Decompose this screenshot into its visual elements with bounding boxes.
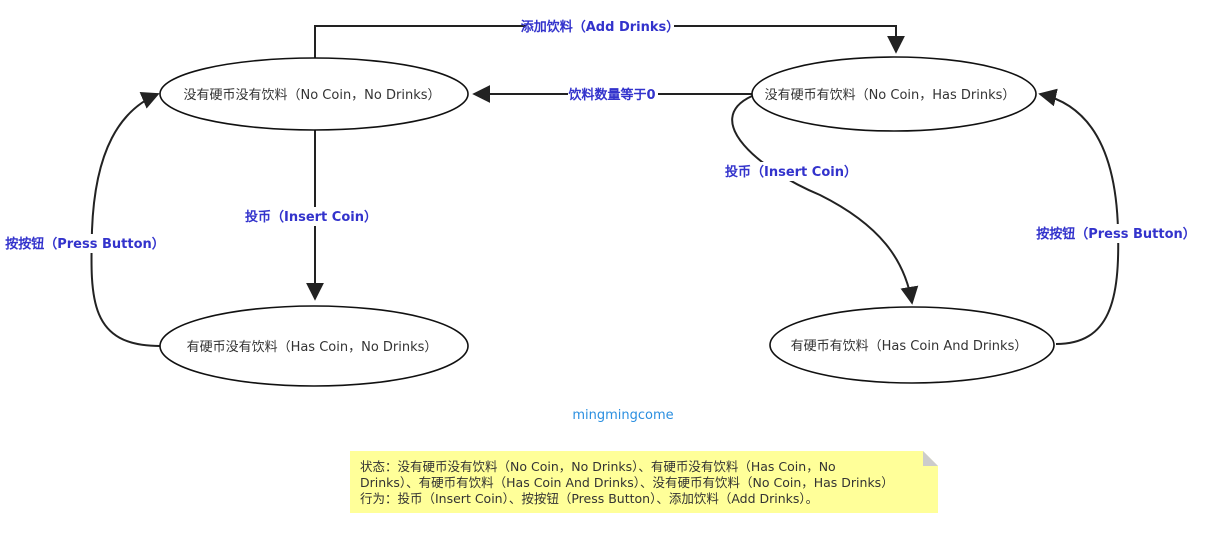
note-line: 行为：投币（Insert Coin）、按按钮（Press Button）、添加饮…: [360, 491, 818, 506]
state-label: 没有硬币有饮料（No Coin，Has Drinks）: [765, 88, 1016, 103]
watermark: mingmingcome: [572, 408, 673, 423]
edge-insert-coin-right: [731, 95, 919, 305]
label-drinks-zero: 饮料数量等于0: [567, 87, 655, 103]
label-insert-coin-left: 投币（Insert Coin）: [245, 209, 377, 225]
state-no-coin-no-drinks: 没有硬币没有饮料（No Coin，No Drinks）: [159, 57, 469, 131]
note-line: Drinks）、有硬币有饮料（Has Coin And Drinks）、没有硬币…: [360, 475, 894, 490]
label-press-button-left: 按按钮（Press Button）: [5, 236, 165, 252]
state-label: 没有硬币没有饮料（No Coin，No Drinks）: [183, 88, 440, 103]
note-line: 状态：没有硬币没有饮料（No Coin，No Drinks）、有硬币没有饮料（H…: [360, 459, 836, 474]
state-no-coin-has-drinks: 没有硬币有饮料（No Coin，Has Drinks）: [751, 56, 1037, 132]
note-box: 状态：没有硬币没有饮料（No Coin，No Drinks）、有硬币没有饮料（H…: [350, 451, 938, 513]
edge-press-button-left: [90, 92, 161, 347]
label-add-drinks: 添加饮料（Add Drinks）: [521, 19, 680, 35]
label-press-button-right: 按按钮（Press Button）: [1036, 226, 1196, 242]
state-has-coin-no-drinks: 有硬币没有饮料（Has Coin，No Drinks）: [159, 305, 469, 387]
state-label: 有硬币没有饮料（Has Coin，No Drinks）: [187, 340, 438, 355]
state-has-coin-has-drinks: 有硬币有饮料（Has Coin And Drinks）: [769, 306, 1055, 384]
label-insert-coin-right: 投币（Insert Coin）: [725, 164, 857, 180]
state-label: 有硬币有饮料（Has Coin And Drinks）: [791, 339, 1028, 354]
edge-press-button-right: [1038, 88, 1120, 345]
